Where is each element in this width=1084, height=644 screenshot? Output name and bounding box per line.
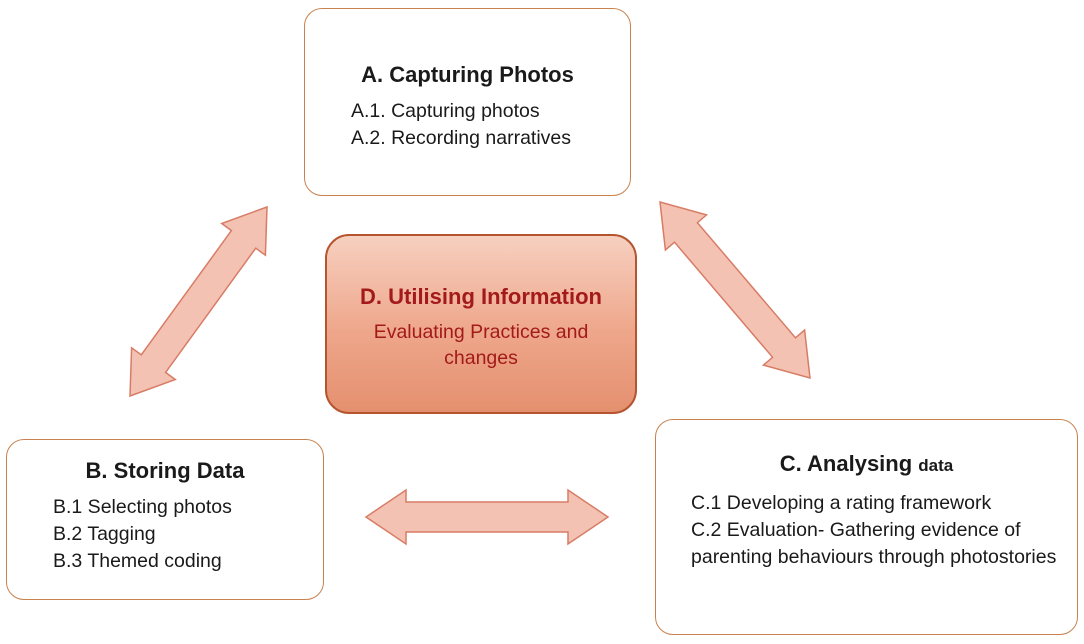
capturing-photos-list: A.1. Capturing photos A.2. Recording nar… — [351, 98, 630, 152]
analysing-data-title-main: C. Analysing — [779, 451, 913, 476]
list-item: A.1. Capturing photos — [351, 100, 540, 122]
analysing-data-box: C. Analysing data C.1 Developing a ratin… — [655, 419, 1078, 635]
analysing-data-title-small: data — [918, 456, 954, 475]
analysing-data-list: C.1 Developing a rating framework C.2 Ev… — [691, 490, 1077, 571]
list-item: B.1 Selecting photos — [53, 496, 232, 518]
arrow-a-c — [659, 200, 811, 380]
list-item: A.2. Recording narratives — [351, 127, 572, 149]
storing-data-list: B.1 Selecting photos B.2 Tagging B.3 The… — [53, 494, 323, 575]
arrow-a-b — [129, 205, 268, 398]
capturing-photos-box: A. Capturing Photos A.1. Capturing photo… — [304, 8, 631, 196]
storing-data-box: B. Storing Data B.1 Selecting photos B.2… — [6, 439, 324, 600]
arrow-b-c — [364, 488, 610, 546]
list-item: B.2 Tagging — [53, 523, 156, 545]
utilising-information-box: D. Utilising Information Evaluating Prac… — [325, 234, 637, 414]
list-item: B.3 Themed coding — [53, 550, 222, 572]
list-item: C.2 Evaluation- Gathering evidence of pa… — [691, 519, 1057, 568]
utilising-information-title: D. Utilising Information — [360, 284, 602, 309]
analysing-data-title: C. Analysing data — [656, 450, 1077, 480]
list-item: C.1 Developing a rating framework — [691, 492, 992, 514]
capturing-photos-title: A. Capturing Photos — [361, 62, 574, 87]
utilising-information-subtitle: Evaluating Practices and changes — [373, 321, 589, 369]
storing-data-title: B. Storing Data — [85, 458, 245, 483]
